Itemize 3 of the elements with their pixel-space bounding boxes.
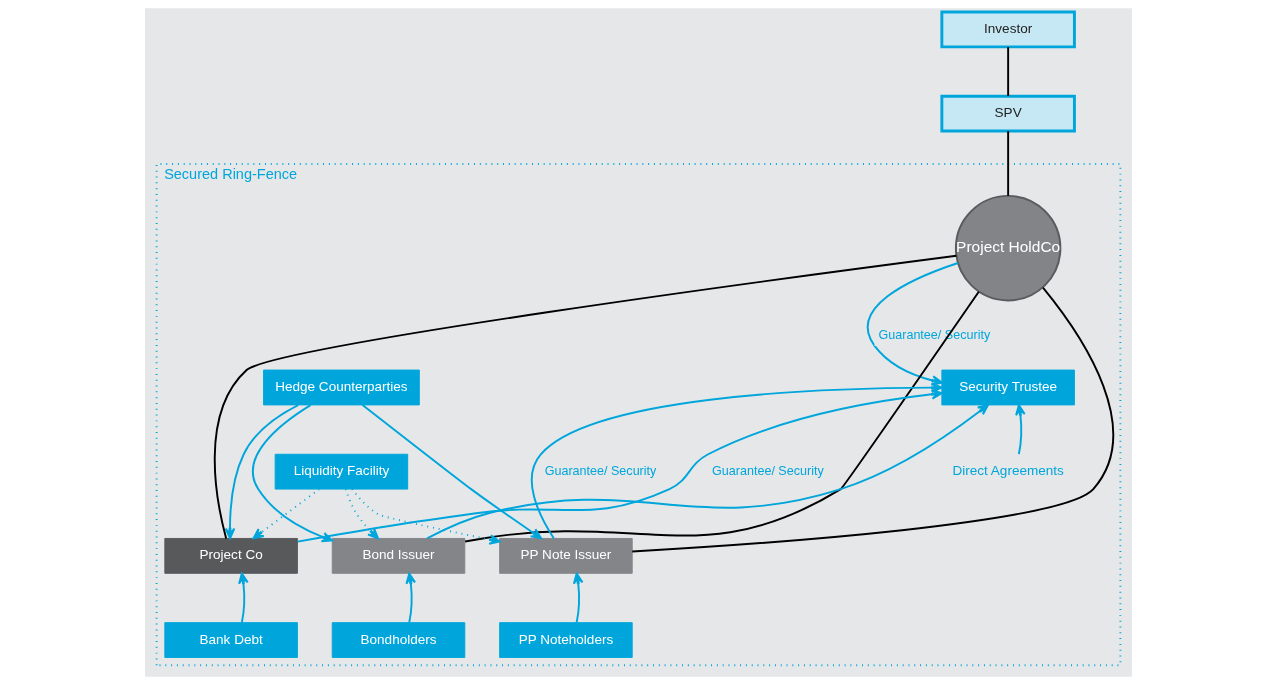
edge-label: Guarantee/ Security bbox=[544, 463, 656, 478]
node-text: Direct Agreements bbox=[951, 463, 1064, 479]
edge-label: Guarantee/ Security bbox=[711, 463, 824, 478]
